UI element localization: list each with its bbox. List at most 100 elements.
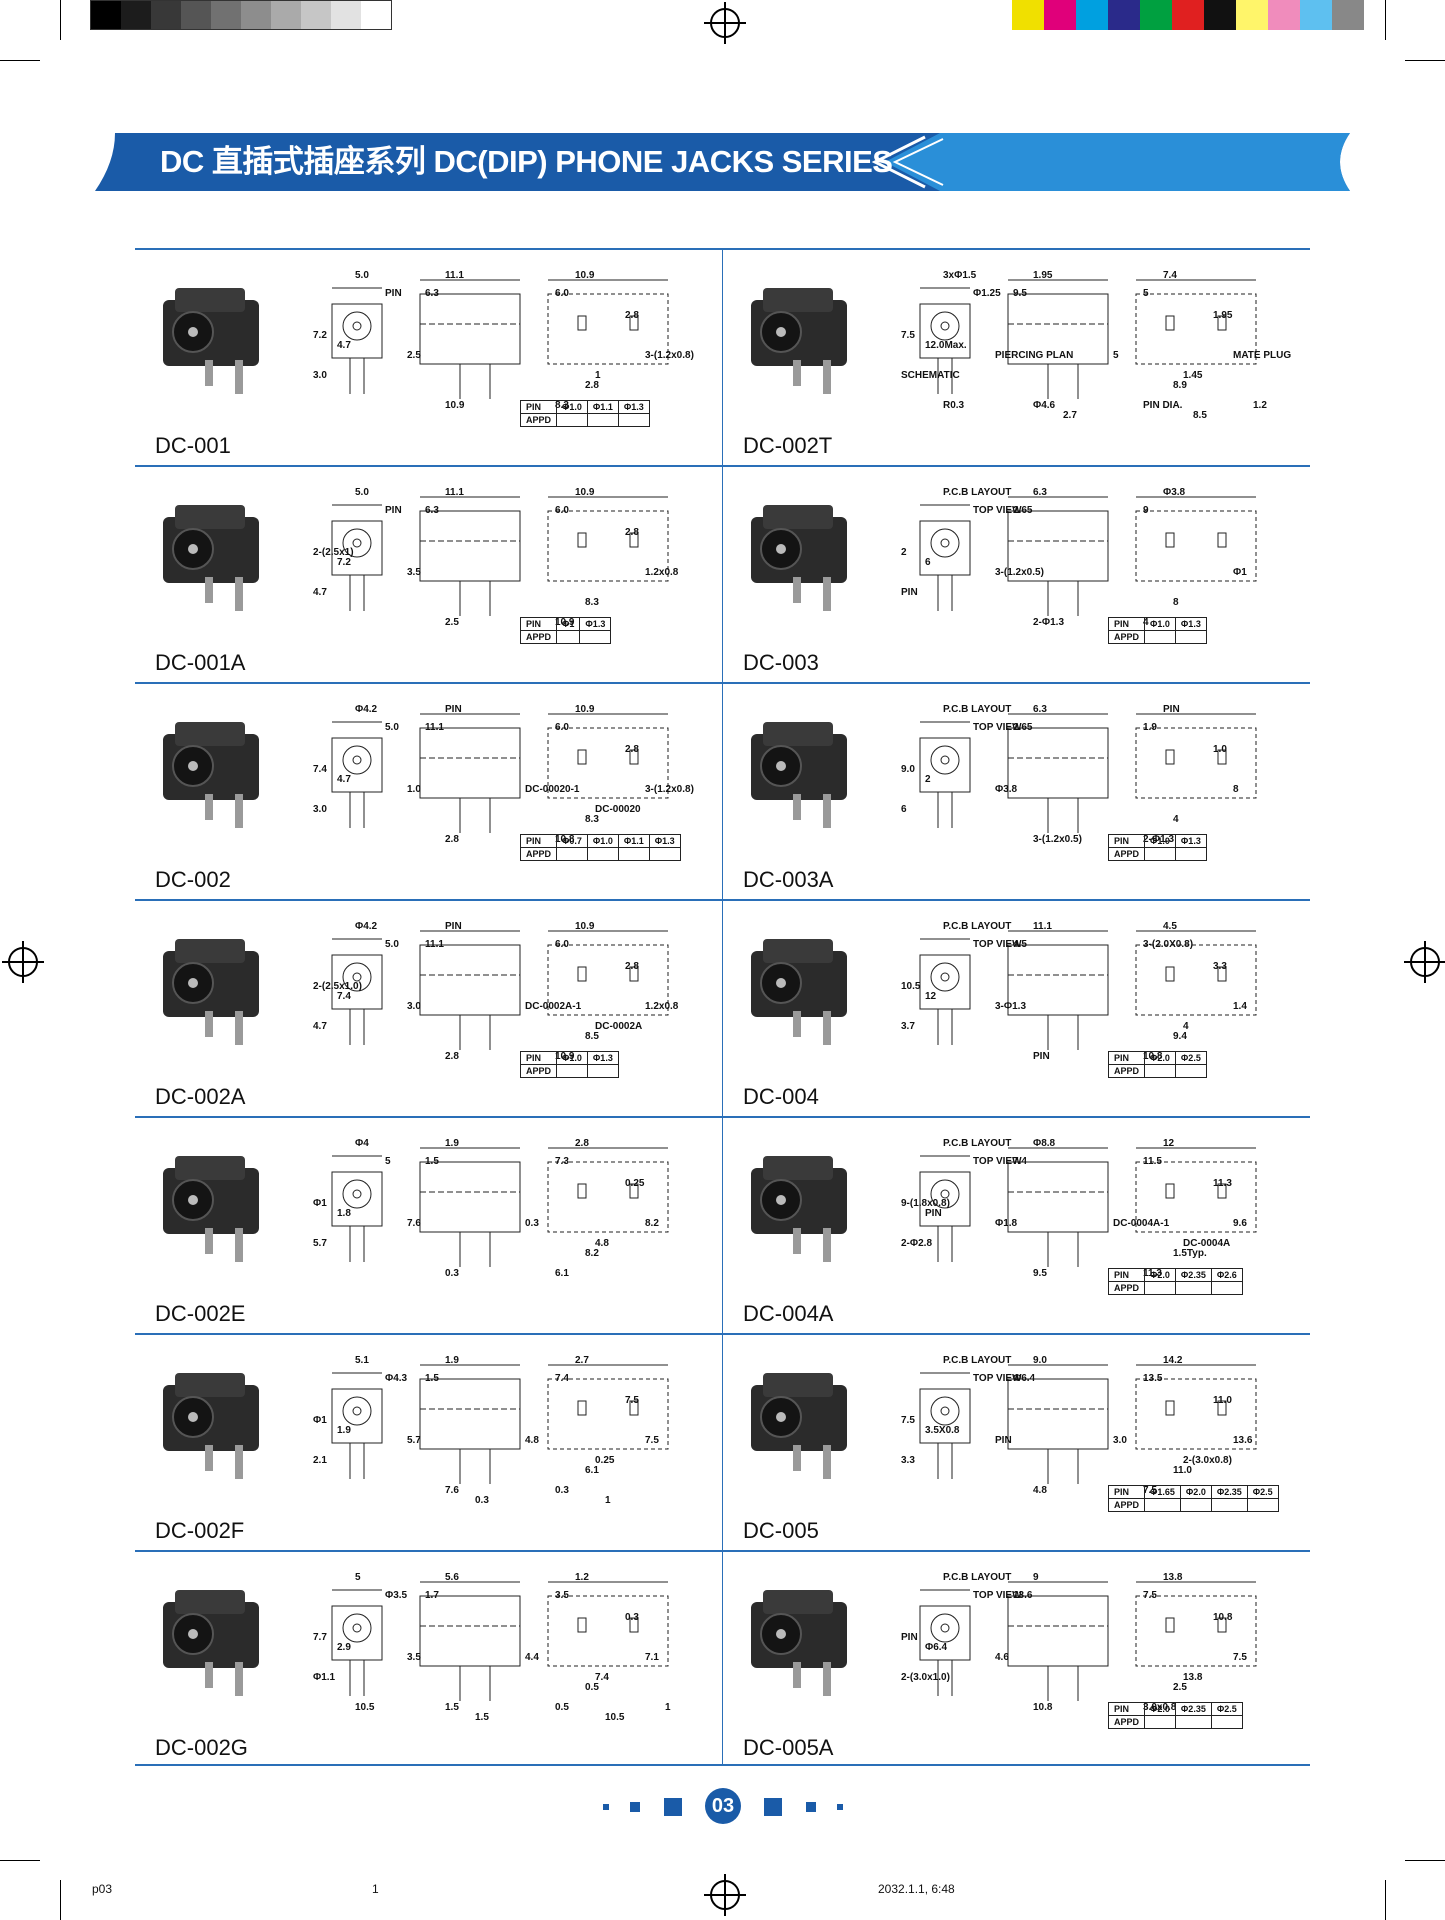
- pin-table-cell: [1144, 1281, 1176, 1295]
- dimension-label: 4.8: [595, 1238, 609, 1249]
- dimension-label: 8.2: [645, 1218, 659, 1229]
- pin-table-cell: [1174, 630, 1207, 644]
- pin-table-header: Φ1.3: [648, 834, 681, 848]
- pin-table-header: Φ1.3: [617, 400, 650, 414]
- pin-table-cell: APPD: [519, 847, 558, 861]
- model-label: DC-002A: [155, 1084, 246, 1109]
- technical-drawing: [898, 264, 1293, 434]
- pin-table-header: PIN: [519, 1051, 558, 1065]
- dimension-label: PIN: [1163, 704, 1180, 715]
- dimension-label: 6.1: [555, 1268, 569, 1279]
- dimension-label: 1.9: [1143, 722, 1157, 733]
- dimension-label: 0.25: [625, 1178, 645, 1189]
- technical-drawing: [310, 698, 705, 868]
- dimension-label: DC-0002A-1: [525, 1001, 582, 1012]
- dimension-label: 3xΦ1.5: [943, 270, 977, 281]
- jack-photo-icon: [751, 505, 847, 611]
- dimension-label: 2-(3.0x1.0): [901, 1672, 950, 1683]
- dimension-label: PIN: [385, 505, 402, 516]
- dimension-label: 2-(3.0x0.8): [1183, 1455, 1232, 1466]
- dimension-label: 2.8: [625, 744, 639, 755]
- dimension-drawing-icon: [331, 930, 669, 1050]
- pin-table-header: Φ2.5: [1246, 1485, 1279, 1499]
- dimension-label: 7.3: [555, 1156, 569, 1167]
- dimension-drawing-icon: [331, 713, 669, 833]
- pin-table-header: Φ2.6: [1210, 1268, 1243, 1282]
- jack-photo-icon: [163, 722, 259, 828]
- model-label: DC-005A: [743, 1735, 834, 1760]
- dimension-label: 8.2: [585, 1248, 599, 1259]
- footer-dot: [664, 1798, 682, 1816]
- dimension-label: 11.1: [445, 487, 464, 498]
- dimension-label: Φ3.8: [995, 784, 1018, 795]
- dimension-label: 4.7: [337, 340, 351, 351]
- dimension-label: Φ1.25: [973, 288, 1001, 299]
- pin-table-cell: [617, 413, 650, 427]
- dimension-label: 6.3: [1033, 704, 1047, 715]
- technical-drawing: [898, 1132, 1293, 1302]
- product-photo: [723, 487, 873, 617]
- dimension-label: 3.5: [555, 1590, 569, 1601]
- dimension-label: P.C.B LAYOUT: [943, 1355, 1012, 1366]
- dimension-label: PIERCING PLAN: [995, 350, 1074, 361]
- dimension-label: 2.8: [585, 380, 599, 391]
- dimension-drawing-icon: [919, 496, 1257, 616]
- dimension-label: 2-(2.5x1): [313, 547, 354, 558]
- dimension-label: 12: [1163, 1138, 1175, 1149]
- dimension-label: 0.3: [475, 1495, 489, 1506]
- pin-table-header: Φ1.1: [586, 400, 619, 414]
- dimension-label: P.C.B LAYOUT: [943, 487, 1012, 498]
- pin-table-cell: [1210, 1715, 1243, 1729]
- dimension-label: 1.9: [445, 1355, 459, 1366]
- dimension-label: 3-(2.0X0.8): [1143, 939, 1194, 950]
- dimension-label: 3.0: [407, 1001, 421, 1012]
- footer-mid: 1: [372, 1882, 379, 1896]
- technical-drawing: [310, 915, 705, 1085]
- pin-table-header: Φ1.3: [1174, 617, 1207, 631]
- dimension-label: 1: [665, 1702, 671, 1713]
- registration-mark-left: [2, 941, 44, 983]
- jack-photo-icon: [751, 939, 847, 1045]
- dimension-label: Φ3.5: [385, 1590, 408, 1601]
- dimension-drawing-icon: [919, 1364, 1257, 1484]
- dimension-label: 6: [901, 804, 907, 815]
- dimension-label: TOP VIEW: [973, 1373, 1022, 1384]
- dimension-label: 2.65: [1013, 505, 1033, 516]
- dimension-label: 3.7: [901, 1021, 915, 1032]
- pin-table-cell: [1174, 1281, 1212, 1295]
- pin-table-cell: [586, 847, 619, 861]
- footer-dot: [603, 1804, 609, 1810]
- dimension-label: 5.0: [355, 487, 369, 498]
- dimension-label: PIN: [901, 1632, 918, 1643]
- product-photo: [135, 921, 285, 1051]
- product-photo: [723, 1572, 873, 1702]
- pin-table-header: Φ1.0: [556, 400, 588, 414]
- dimension-label: 4.8: [525, 1435, 539, 1446]
- dimension-label: 2-Φ2.8: [901, 1238, 933, 1249]
- jack-photo-icon: [751, 288, 847, 394]
- pin-table-header: Φ1.0: [1144, 834, 1176, 848]
- dimension-label: 2.8: [445, 1051, 459, 1062]
- dimension-label: 3-(1.2x0.8): [645, 350, 694, 361]
- dimension-label: Φ4.2: [355, 704, 378, 715]
- dimension-label: Φ1: [313, 1198, 327, 1209]
- dimension-label: 8.5: [1193, 410, 1207, 421]
- dimension-label: Φ6.4: [925, 1642, 948, 1653]
- pin-table-cell: [1174, 1715, 1212, 1729]
- pin-table-header: Φ2.5: [1174, 1051, 1207, 1065]
- dimension-label: 4.8: [1033, 1485, 1047, 1496]
- dimension-label: 4.5: [1163, 921, 1177, 932]
- dimension-label: 10.9: [445, 400, 465, 411]
- dimension-label: 10.9: [575, 487, 595, 498]
- pin-table-header: Φ1.3: [579, 617, 612, 631]
- dimension-label: 14.2: [1163, 1355, 1183, 1366]
- dimension-label: 2.7: [1063, 410, 1077, 421]
- model-label: DC-004A: [743, 1301, 834, 1326]
- pin-table-cell: [648, 847, 681, 861]
